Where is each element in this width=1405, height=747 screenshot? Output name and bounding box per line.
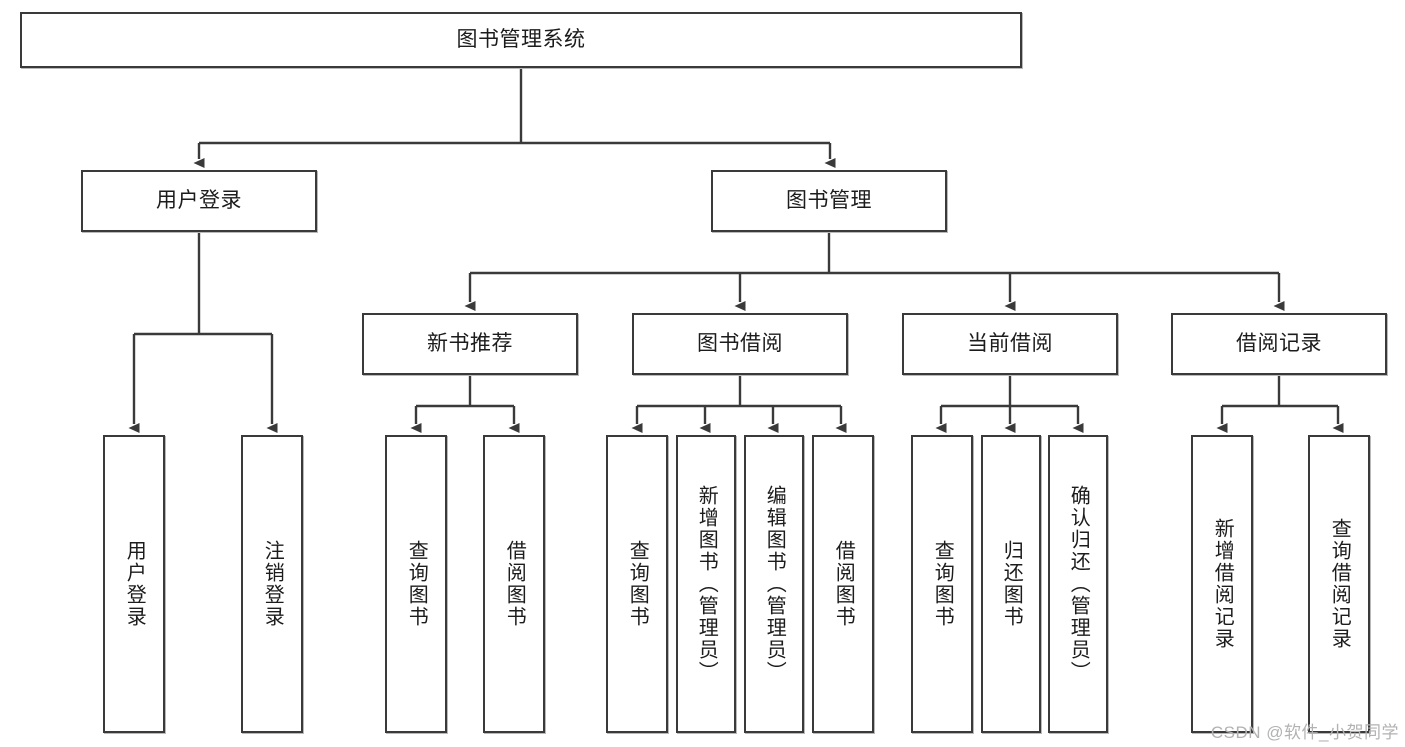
node-label: 查询借阅记录 [1328, 518, 1351, 650]
node-label: 归还图书 [1000, 540, 1023, 628]
node-label: 新增借阅记录 [1211, 518, 1234, 650]
node-label: 确认归还（管理员） [1067, 485, 1090, 683]
node-label: 当前借阅 [967, 331, 1053, 355]
node-label: 图书管理 [786, 188, 872, 212]
node-label: 查询图书 [405, 540, 428, 628]
leaf-user-logout[interactable]: 注销登录 [241, 435, 303, 733]
node-label: 编辑图书（管理员） [763, 485, 786, 683]
leaf-add-borrow-record[interactable]: 新增借阅记录 [1191, 435, 1253, 733]
node-label: 查询图书 [931, 540, 954, 628]
leaf-query-book-recommend[interactable]: 查询图书 [385, 435, 447, 733]
leaf-confirm-return-admin[interactable]: 确认归还（管理员） [1048, 435, 1108, 733]
leaf-query-book-current[interactable]: 查询图书 [911, 435, 973, 733]
leaf-user-login[interactable]: 用户登录 [103, 435, 165, 733]
leaf-borrow-book-recommend[interactable]: 借阅图书 [483, 435, 545, 733]
node-label: 注销登录 [261, 540, 284, 628]
node-current-borrow[interactable]: 当前借阅 [902, 313, 1118, 375]
node-label: 用户登录 [156, 188, 242, 212]
node-label: 查询图书 [626, 540, 649, 628]
leaf-return-book[interactable]: 归还图书 [981, 435, 1041, 733]
node-label: 新增图书（管理员） [695, 485, 718, 683]
node-label: 图书借阅 [697, 331, 783, 355]
node-label: 借阅图书 [832, 540, 855, 628]
node-borrow-record[interactable]: 借阅记录 [1171, 313, 1387, 375]
node-label: 用户登录 [123, 540, 146, 628]
node-user-login[interactable]: 用户登录 [81, 170, 317, 232]
leaf-borrow-book-borrow[interactable]: 借阅图书 [812, 435, 874, 733]
watermark-text: CSDN @软件_小贺同学 [1210, 723, 1399, 742]
node-label: 新书推荐 [427, 331, 513, 355]
node-label: 图书管理系统 [456, 27, 586, 51]
node-book-management[interactable]: 图书管理 [711, 170, 947, 232]
leaf-query-book-borrow[interactable]: 查询图书 [606, 435, 668, 733]
node-label: 借阅记录 [1236, 331, 1322, 355]
node-new-book-recommend[interactable]: 新书推荐 [362, 313, 578, 375]
node-root-system[interactable]: 图书管理系统 [20, 12, 1022, 68]
leaf-edit-book-admin[interactable]: 编辑图书（管理员） [744, 435, 804, 733]
leaf-add-book-admin[interactable]: 新增图书（管理员） [676, 435, 736, 733]
leaf-query-borrow-record[interactable]: 查询借阅记录 [1308, 435, 1370, 733]
node-label: 借阅图书 [503, 540, 526, 628]
node-book-borrow[interactable]: 图书借阅 [632, 313, 848, 375]
